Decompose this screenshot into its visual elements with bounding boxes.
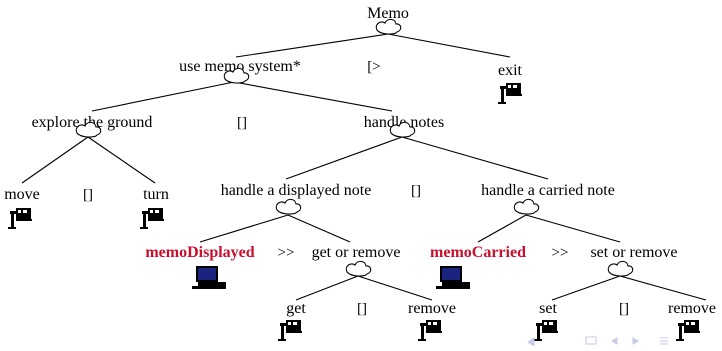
operator-enable-displayed: >> — [278, 245, 295, 261]
computer-icon — [192, 266, 226, 289]
edge-explore-turn — [87, 136, 156, 184]
cloud-icon — [607, 260, 634, 277]
operator-choice-explore-handle: [] — [237, 115, 247, 131]
nav-frame-icon[interactable] — [585, 336, 597, 345]
node-set-or-remove: set or remove — [590, 244, 677, 261]
edge-explore-move — [21, 136, 89, 184]
user-task-icon — [278, 320, 302, 341]
node-handle-carried-note: handle a carried note — [481, 182, 615, 199]
operator-choice-get-remove: [] — [357, 301, 367, 317]
edge-handle-carried — [401, 136, 549, 180]
edge-displayed-memo — [199, 214, 289, 243]
user-task-icon — [676, 320, 700, 341]
user-task-icon — [498, 83, 522, 104]
user-task-icon — [140, 208, 164, 229]
nav-right-icon[interactable] — [632, 337, 639, 345]
node-remove-get: remove — [408, 300, 456, 317]
edge-setremove-remove — [619, 275, 707, 301]
node-memo-carried: memoCarried — [430, 244, 526, 261]
edge-memo-exit — [387, 33, 511, 58]
node-set: set — [539, 300, 557, 317]
node-handle-displayed-note: handle a displayed note — [221, 182, 372, 199]
node-exit: exit — [498, 62, 523, 79]
edge-getremove-get — [295, 275, 359, 301]
edge-carried-memo — [477, 214, 527, 243]
operator-enable-carried: >> — [552, 245, 569, 261]
nav-section-icon[interactable] — [660, 337, 668, 345]
computer-icon — [436, 266, 470, 289]
edge-getremove-remove — [357, 275, 433, 301]
cloud-icon — [345, 260, 372, 277]
edge-use-handle — [233, 81, 393, 112]
edge-memo-use — [235, 33, 389, 58]
node-memo-displayed: memoDisplayed — [145, 244, 254, 261]
operator-choice-set-remove: [] — [619, 301, 629, 317]
nav-prev-icon[interactable] — [527, 337, 535, 347]
edge-setremove-set — [551, 275, 621, 301]
cloud-icon — [275, 198, 302, 215]
node-get-or-remove: get or remove — [312, 244, 401, 261]
cloud-icon — [513, 198, 540, 215]
node-turn: turn — [143, 186, 169, 203]
slide-navigation[interactable] — [527, 336, 668, 347]
node-move: move — [4, 186, 40, 203]
tree-edges — [21, 33, 707, 301]
node-memo: Memo — [367, 5, 409, 22]
node-use-memo-system: use memo system* — [179, 58, 301, 75]
edge-displayed-getremove — [287, 214, 351, 243]
edge-handle-displayed — [285, 136, 403, 180]
node-get: get — [286, 300, 306, 317]
edge-use-explore — [91, 81, 235, 112]
edge-carried-setremove — [525, 214, 621, 243]
nav-left-icon[interactable] — [611, 337, 618, 345]
operator-choice-move-turn: [] — [83, 187, 93, 203]
operator-disable: [> — [367, 59, 380, 75]
user-task-icon — [418, 320, 442, 341]
node-remove-set: remove — [668, 300, 716, 317]
user-task-icon — [8, 208, 32, 229]
operator-choice-displayed-carried: [] — [411, 183, 421, 199]
user-task-icon — [534, 320, 558, 341]
